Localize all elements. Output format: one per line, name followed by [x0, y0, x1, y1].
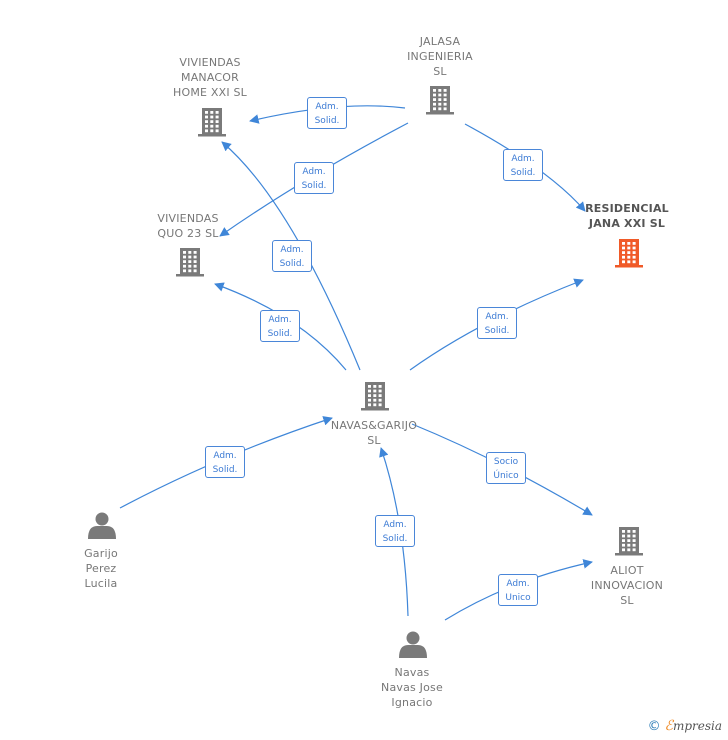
node-label-line: Lucila	[84, 577, 118, 590]
relation-label-e2[interactable]: Adm. Solid.	[294, 162, 334, 194]
building-icon-navas_garijo[interactable]	[361, 382, 389, 411]
person-icon-garijo[interactable]	[88, 512, 116, 540]
node-label-line: Perez	[85, 562, 117, 575]
relation-label-e1[interactable]: Adm. Solid.	[307, 97, 347, 129]
node-label-line: JALASA	[419, 35, 461, 48]
empresia-logo-mark: ℰ	[664, 718, 673, 734]
building-icon-quo[interactable]	[176, 248, 204, 277]
node-label-line: VIVIENDAS	[157, 212, 219, 225]
relation-label-line: Adm.	[383, 520, 407, 530]
relation-label-line: Único	[493, 471, 519, 481]
node-label-line: Navas	[394, 666, 430, 679]
person-icon-navas[interactable]	[399, 631, 427, 659]
relation-label-e6[interactable]: Adm. Solid.	[477, 307, 517, 339]
relation-label-line: Adm.	[315, 102, 339, 112]
relation-label-line: Solid.	[301, 181, 327, 191]
relation-label-line: Socio	[493, 457, 519, 467]
node-label-aliot[interactable]: ALIOT INNOVACION SL	[591, 563, 663, 608]
node-label-manacor[interactable]: VIVIENDAS MANACOR HOME XXI SL	[173, 55, 247, 100]
node-label-line: HOME XXI SL	[173, 86, 247, 99]
relation-label-line: Adm.	[506, 579, 530, 589]
node-label-line: Ignacio	[391, 696, 433, 709]
relation-label-line: Solid.	[279, 259, 305, 269]
relation-label-e4[interactable]: Adm. Solid.	[272, 240, 312, 272]
empresia-footer[interactable]: © ℰmpresia	[648, 718, 722, 734]
node-label-navas_garijo[interactable]: NAVAS&GARIJO SL	[331, 418, 417, 448]
relation-label-line: Adm.	[213, 451, 237, 461]
relation-label-line: Unico	[505, 593, 531, 603]
node-label-line: Navas Jose	[381, 681, 443, 694]
node-label-line: NAVAS&GARIJO	[330, 419, 418, 432]
relation-label-line: Solid.	[484, 326, 510, 336]
building-icon-jalasa[interactable]	[426, 86, 454, 115]
relation-label-line: Adm.	[511, 154, 535, 164]
relation-label-e9[interactable]: Adm. Solid.	[375, 515, 415, 547]
node-label-line: MANACOR	[181, 71, 239, 84]
relation-label-line: Adm.	[280, 245, 304, 255]
relation-label-line: Solid.	[510, 168, 536, 178]
node-label-line: ALIOT	[610, 564, 644, 577]
building-icon-manacor[interactable]	[198, 108, 226, 137]
node-label-jalasa[interactable]: JALASA INGENIERIA SL	[407, 34, 473, 79]
edge-e4	[221, 141, 361, 371]
node-label-line: RESIDENCIAL	[585, 202, 669, 215]
building-icon-aliot[interactable]	[615, 527, 643, 556]
node-label-line: SL	[367, 434, 381, 447]
node-label-quo[interactable]: VIVIENDAS QUO 23 SL	[157, 211, 218, 241]
relation-label-line: Solid.	[212, 465, 238, 475]
node-label-line: SL	[620, 594, 634, 607]
relation-label-line: Solid.	[314, 116, 340, 126]
relation-label-line: Adm.	[485, 312, 509, 322]
building-icon-residencial[interactable]	[615, 239, 643, 268]
relation-label-e3[interactable]: Adm. Solid.	[503, 149, 543, 181]
relation-label-line: Adm.	[302, 167, 326, 177]
node-label-line: SL	[433, 65, 447, 78]
relation-label-e7[interactable]: Adm. Solid.	[205, 446, 245, 478]
node-label-line: VIVIENDAS	[179, 56, 241, 69]
relation-label-e5[interactable]: Adm. Solid.	[260, 310, 300, 342]
node-label-line: INGENIERIA	[407, 50, 473, 63]
relation-label-e10[interactable]: Adm. Unico	[498, 574, 538, 606]
relation-label-line: Solid.	[382, 534, 408, 544]
node-label-line: INNOVACION	[590, 579, 664, 592]
node-label-line: Garijo	[84, 547, 118, 560]
relation-label-line: Solid.	[267, 329, 293, 339]
copyright-icon: ©	[647, 719, 661, 734]
relation-label-line: Adm.	[268, 315, 292, 325]
empresia-logo-text: mpresia	[672, 719, 722, 733]
node-label-line: QUO 23 SL	[157, 227, 219, 240]
node-label-residencial[interactable]: RESIDENCIAL JANA XXI SL	[585, 201, 669, 231]
node-label-line: JANA XXI SL	[588, 217, 666, 230]
